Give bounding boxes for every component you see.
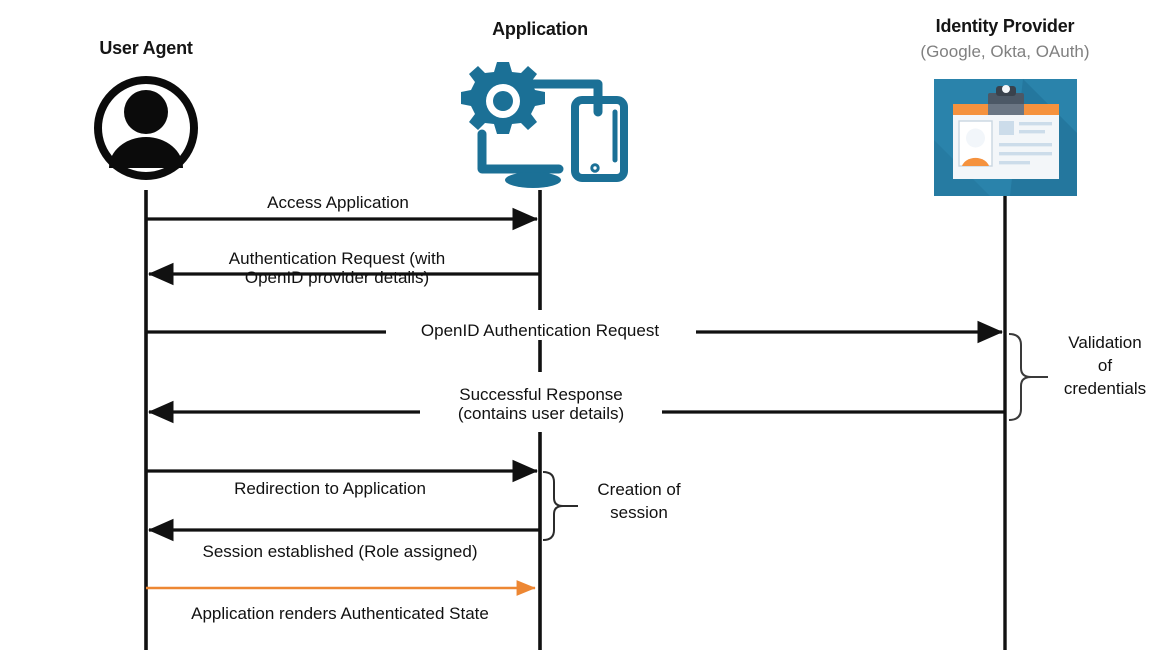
monitor-gear-mobile-icon: [461, 62, 628, 188]
message-label-application-renders-authenticated-state: Application renders Authenticated State: [191, 604, 489, 623]
user-avatar-icon: [94, 76, 198, 180]
note-label-validation-of-credentials: Validation of credentials: [1063, 333, 1147, 398]
message-label-authentication-request: Authentication Request (with OpenID prov…: [228, 249, 446, 288]
message-label-session-established: Session established (Role assigned): [202, 542, 478, 561]
id-badge-icon: [934, 79, 1077, 196]
note-label-creation-of-session: Creation of session: [597, 480, 681, 522]
lane-title-identity-provider: Identity Provider: [935, 16, 1075, 36]
lane-subtitle-identity-provider: (Google, Okta, OAuth): [920, 42, 1090, 61]
lane-title-application: Application: [492, 19, 588, 39]
message-label-redirection-to-application: Redirection to Application: [234, 479, 426, 498]
bracket-creation-of-session: [542, 471, 564, 541]
lane-title-user-agent: User Agent: [99, 38, 193, 58]
message-label-successful-response: Successful Response (contains user detai…: [457, 385, 625, 424]
message-label-access-application: Access Application: [267, 193, 409, 212]
message-label-openid-authentication-request: OpenID Authentication Request: [390, 321, 690, 341]
bracket-validation-of-credentials: [1008, 333, 1032, 421]
